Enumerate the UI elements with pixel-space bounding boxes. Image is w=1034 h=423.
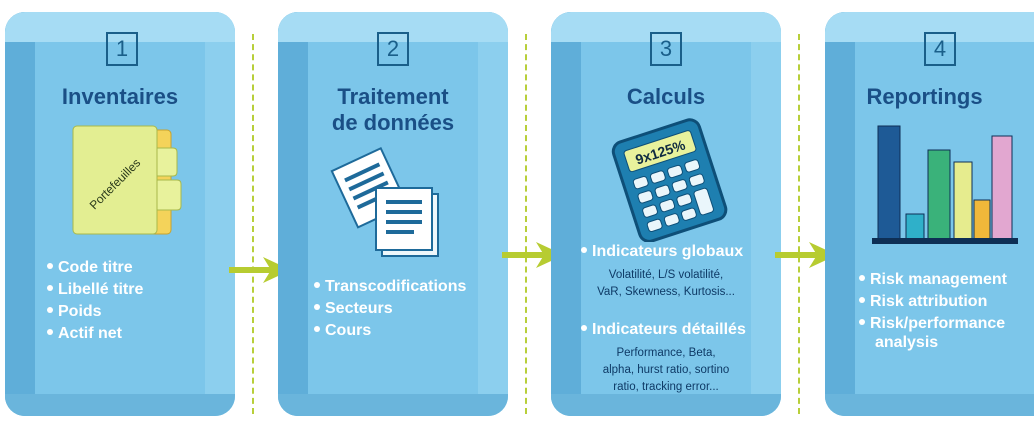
- indicators-group-1: Indicateurs globaux: [581, 242, 781, 262]
- list-item: Risk attribution: [859, 291, 1007, 313]
- step-items: Code titre Libellé titre Poids Actif net: [47, 257, 143, 345]
- arrow-icon: [229, 257, 291, 283]
- step-title-line2: de données: [331, 110, 455, 135]
- step-items: Transcodifications Secteurs Cours: [314, 276, 466, 342]
- list-item: Code titre: [47, 257, 143, 279]
- documents-icon: [330, 146, 439, 257]
- step-panel-4: 4 Reportings Risk management Risk attrib…: [825, 12, 1034, 416]
- step-number: 4: [924, 32, 956, 66]
- list-item: Transcodifications: [314, 276, 466, 298]
- step-title: Reportings: [866, 84, 983, 109]
- list-item-continuation: analysis: [875, 334, 939, 351]
- step-number: 3: [650, 32, 682, 66]
- group-heading: Indicateurs détaillés: [581, 320, 781, 340]
- list-item: Risk management: [859, 269, 1007, 291]
- calculator-icon: 9x125%: [611, 118, 728, 242]
- arrow-icon: [775, 242, 837, 268]
- list-item: Actif net: [47, 323, 143, 345]
- indicators-group-2: Indicateurs détaillés: [581, 320, 781, 340]
- step-panel-3: 3 Calculs 9x125% Indicateurs globaux Vol…: [551, 12, 781, 416]
- step-title: Inventaires: [61, 84, 179, 109]
- step-title-line1: Traitement: [337, 84, 449, 109]
- folder-icon: Portefeuilles: [72, 125, 182, 235]
- bar-chart-icon: [872, 125, 1018, 244]
- step-items: Risk management Risk attribution Risk/pe…: [859, 269, 1007, 351]
- separator-2: [525, 34, 527, 414]
- step-number: 1: [106, 32, 138, 66]
- list-item: Poids: [47, 301, 143, 323]
- group-details: Performance, Beta, alpha, hurst ratio, s…: [602, 347, 730, 393]
- step-panel-2: 2 Traitement de données Transcodificatio…: [278, 12, 508, 416]
- group-heading: Indicateurs globaux: [581, 242, 781, 262]
- list-item: Risk/performance: [859, 313, 1007, 335]
- list-item: Cours: [314, 320, 466, 342]
- separator-3: [798, 34, 800, 414]
- step-panel-1: 1 Inventaires Portefeuilles Code titre L…: [5, 12, 235, 416]
- arrow-icon: [502, 242, 564, 268]
- group-details: Volatilité, L/S volatilité, VaR, Skewnes…: [597, 269, 735, 298]
- list-item: Libellé titre: [47, 279, 143, 301]
- step-title: Calculs: [626, 84, 706, 109]
- separator-1: [252, 34, 254, 414]
- list-item: Secteurs: [314, 298, 466, 320]
- step-number: 2: [377, 32, 409, 66]
